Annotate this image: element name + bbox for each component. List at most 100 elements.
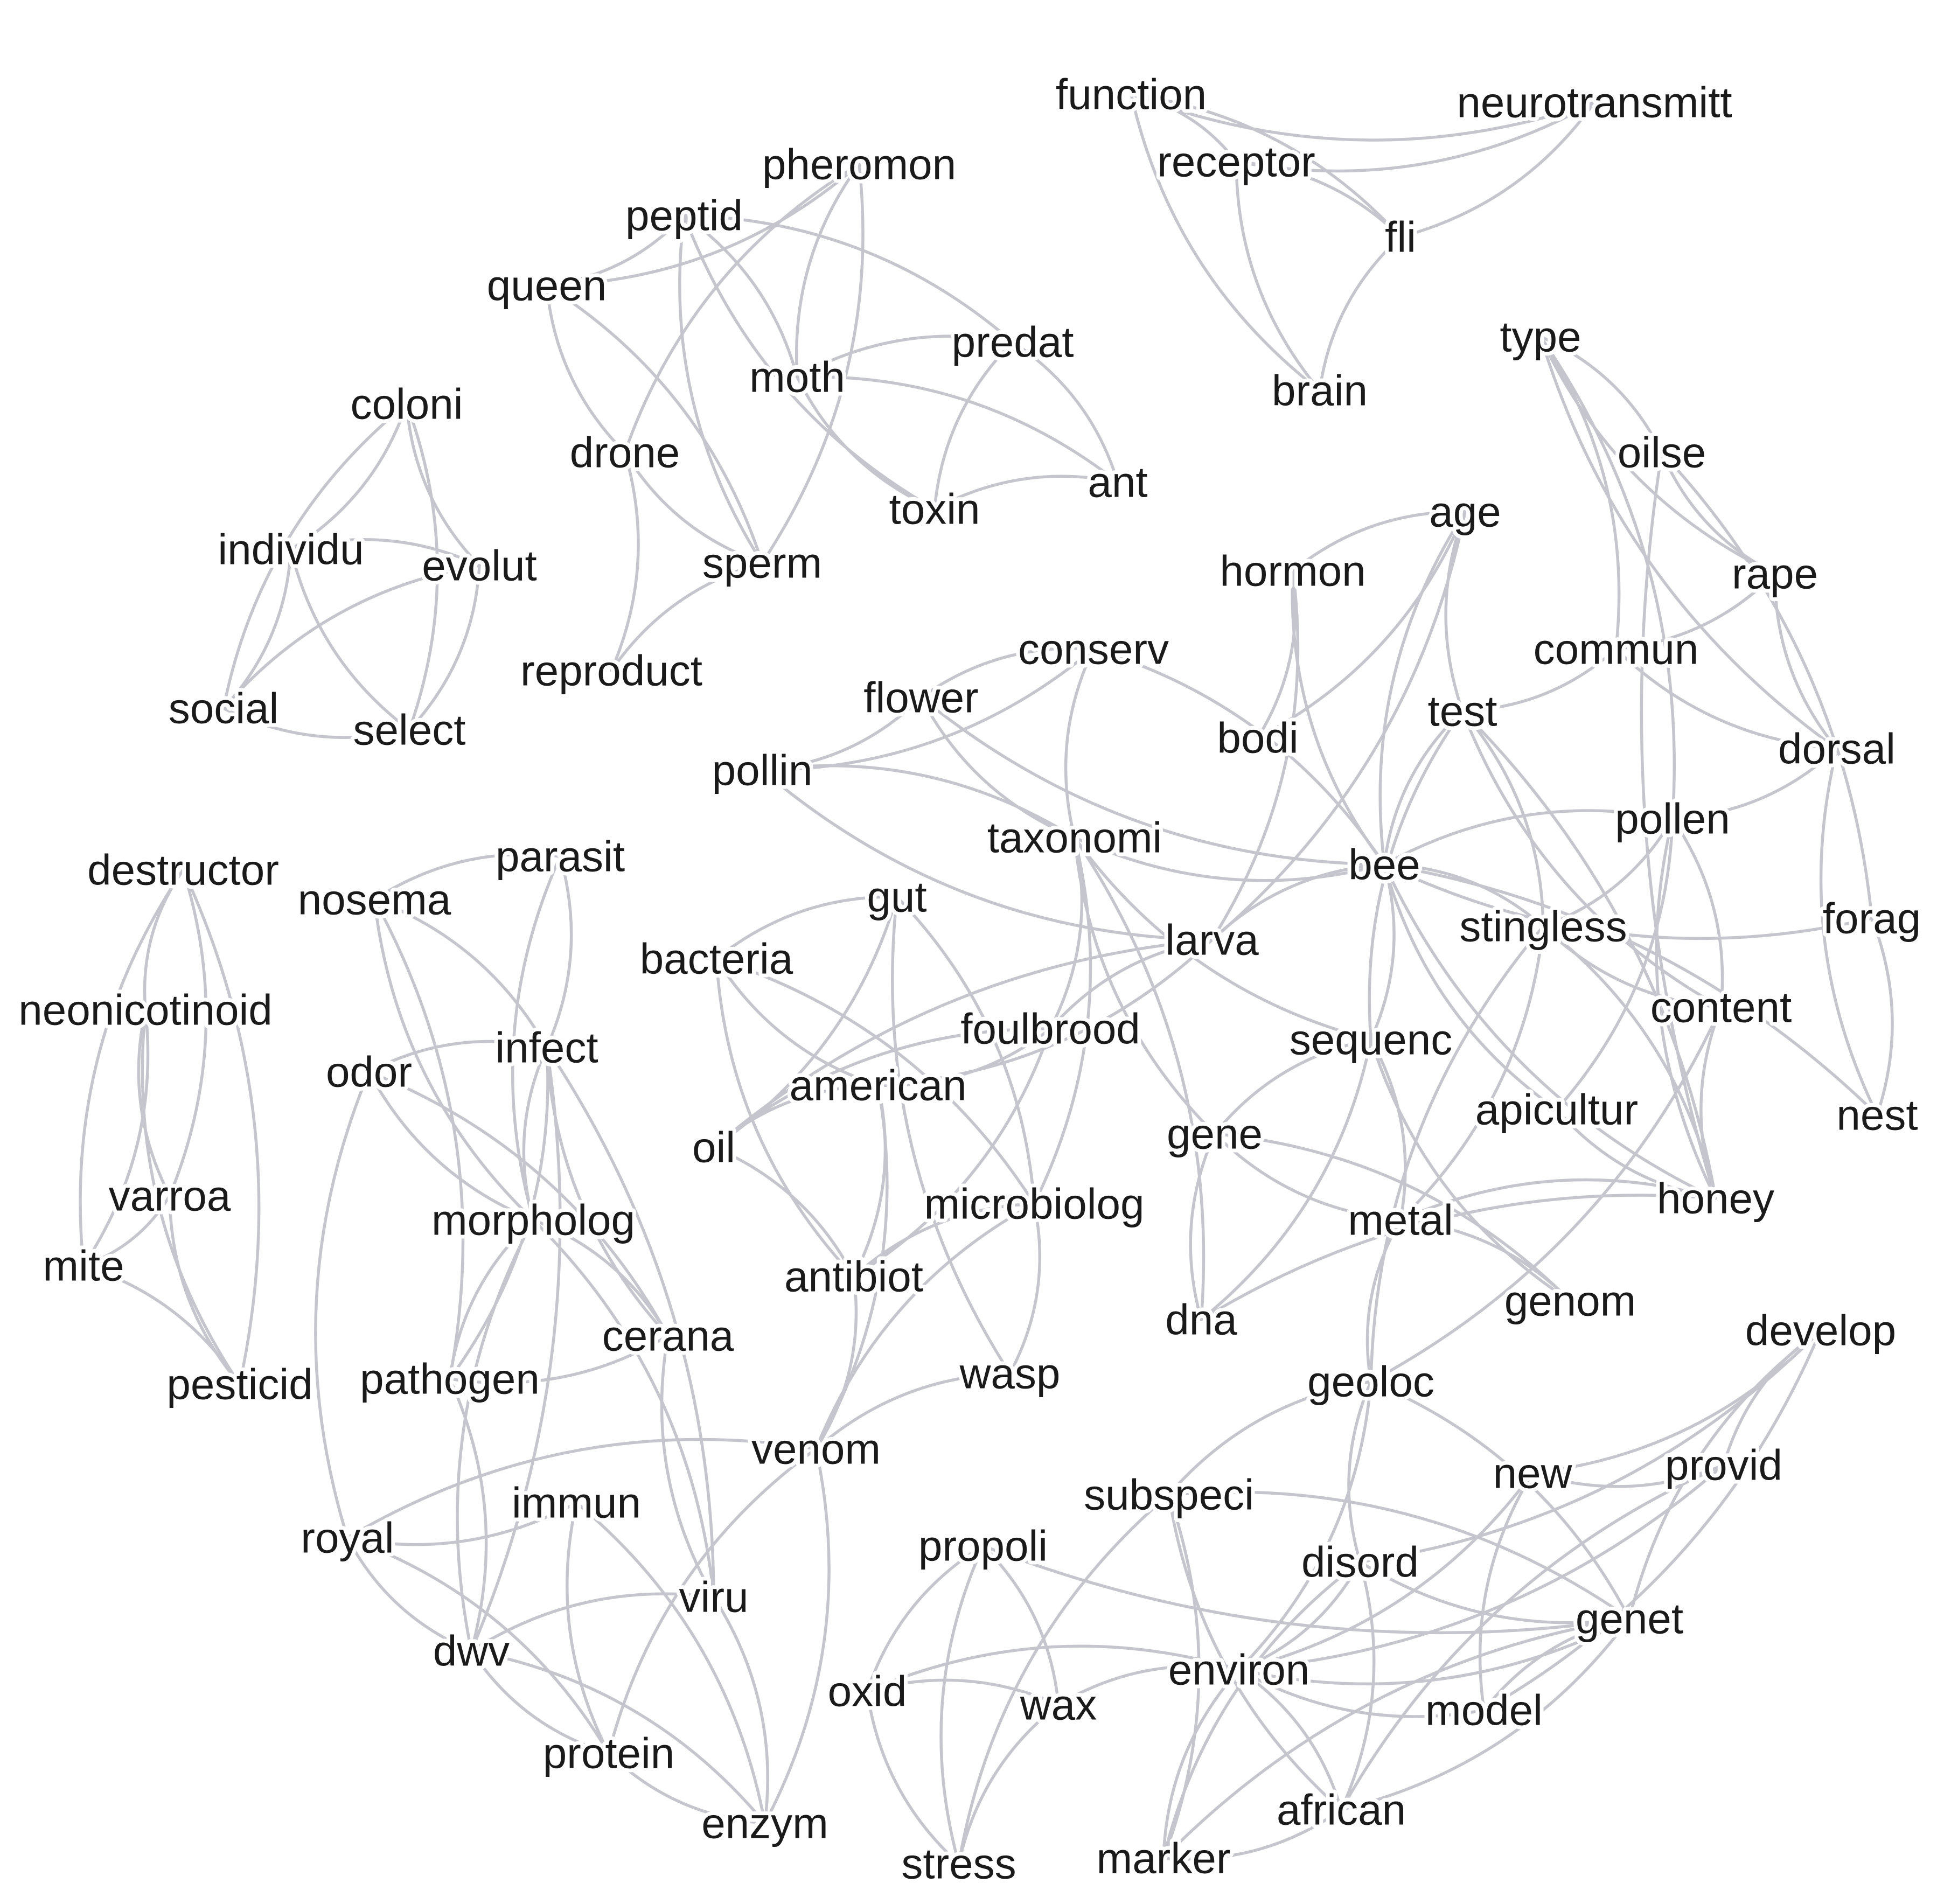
edge-individu-select bbox=[289, 548, 411, 731]
edge-american-oil bbox=[712, 1084, 880, 1149]
edge-hormon-bodi bbox=[1256, 569, 1297, 740]
edge-geoloc-subspeci bbox=[1167, 1380, 1372, 1496]
edge-test-bee bbox=[1383, 709, 1464, 866]
edge-receptor-neurotransmitt bbox=[1235, 101, 1596, 173]
node-label: wasp bbox=[959, 1350, 1061, 1398]
node-halo: destructor bbox=[87, 846, 279, 894]
node-halo: pheromon bbox=[762, 141, 956, 189]
edge-forag-nest bbox=[1870, 917, 1894, 1117]
edge-varroa-mite bbox=[82, 1194, 171, 1267]
edge-develop-genet bbox=[1628, 1329, 1822, 1620]
node-halo: dna bbox=[1165, 1296, 1237, 1344]
node-label: develop bbox=[1745, 1307, 1896, 1355]
node-label: enzym bbox=[701, 1800, 828, 1847]
edge-stingless-geoloc bbox=[1369, 925, 1545, 1383]
node-halo: bodi bbox=[1217, 714, 1298, 762]
edge-conserv-taxonomi bbox=[1064, 647, 1095, 839]
node-halo: immun bbox=[512, 1479, 641, 1527]
edge-type-pollen bbox=[1539, 335, 1676, 820]
edge-larva-foulbrood bbox=[1049, 938, 1214, 1030]
edge-pollin-taxonomi bbox=[761, 764, 1076, 839]
node-halo: varroa bbox=[109, 1172, 231, 1220]
edge-infect-dwv bbox=[470, 1046, 562, 1652]
edge-immun-protein bbox=[566, 1501, 610, 1755]
node-label: foulbrood bbox=[960, 1005, 1140, 1053]
edge-infect-cerana bbox=[545, 1046, 670, 1337]
node-halo: enzym bbox=[701, 1800, 828, 1847]
edge-royal-protein bbox=[346, 1536, 610, 1755]
node-label: function bbox=[1056, 71, 1207, 118]
edge-bacteria-microbiolog bbox=[715, 957, 1036, 1205]
node-label: geoloc bbox=[1307, 1358, 1434, 1406]
node-halo: moth bbox=[749, 353, 845, 401]
node-halo: royal bbox=[301, 1514, 394, 1562]
node-label: venom bbox=[751, 1425, 881, 1473]
edge-dorsal-nest bbox=[1819, 747, 1879, 1117]
edge-pheromon-sperm bbox=[761, 163, 865, 564]
node-label: neonicotinoid bbox=[18, 986, 272, 1034]
node-halo: gene bbox=[1167, 1110, 1263, 1158]
edge-mite-pesticid bbox=[82, 1264, 241, 1386]
node-halo: pollen bbox=[1615, 795, 1730, 843]
node-label: content bbox=[1650, 984, 1792, 1031]
edge-oxid-stress bbox=[866, 1690, 960, 1865]
node-label: morpholog bbox=[431, 1196, 635, 1244]
node-halo: dorsal bbox=[1778, 725, 1896, 773]
node-label: bacteria bbox=[640, 935, 793, 983]
edge-function-brain bbox=[1130, 93, 1321, 392]
node-label: provid bbox=[1665, 1441, 1782, 1489]
edge-oxid-wax bbox=[866, 1678, 1060, 1706]
node-label: receptor bbox=[1157, 138, 1315, 186]
node-halo: evolut bbox=[422, 542, 536, 590]
node-halo: apicultur bbox=[1475, 1086, 1638, 1134]
node-label: gut bbox=[867, 873, 926, 921]
edge-predat-moth bbox=[796, 334, 1014, 379]
node-label: oxid bbox=[828, 1668, 907, 1715]
edge-geoloc-genet bbox=[1369, 1380, 1631, 1620]
edge-peptid-moth bbox=[682, 214, 799, 379]
edge-provid-african bbox=[1340, 1463, 1725, 1811]
node-halo: conserv bbox=[1018, 625, 1169, 673]
edge-microbiolog-wasp bbox=[1008, 1202, 1042, 1375]
edge-dwv-enzym bbox=[470, 1649, 767, 1825]
edge-sequenc-genom bbox=[1369, 1038, 1572, 1302]
node-halo: mite bbox=[43, 1242, 124, 1290]
node-label: metal bbox=[1348, 1196, 1453, 1244]
node-label: pathogen bbox=[360, 1355, 540, 1403]
edge-destructor-pesticid bbox=[182, 868, 261, 1386]
edge-stingless-honey bbox=[1542, 925, 1717, 1200]
node-label: protein bbox=[543, 1729, 675, 1777]
node-label: destructor bbox=[87, 846, 279, 894]
edge-taxonomi-gene bbox=[1073, 836, 1216, 1135]
edge-wax-environ bbox=[1057, 1664, 1241, 1706]
node-label: social bbox=[169, 685, 279, 733]
edge-propoli-oxid bbox=[866, 1544, 985, 1693]
edge-nosema-morpholog bbox=[373, 898, 535, 1222]
edge-drone-sperm bbox=[623, 451, 764, 564]
edge-test-content bbox=[1461, 709, 1723, 1009]
node-halo: individu bbox=[218, 526, 364, 574]
edge-hormon-bee bbox=[1291, 569, 1386, 866]
edge-neurotransmitt-fli bbox=[1399, 101, 1596, 239]
node-label: evolut bbox=[422, 542, 536, 590]
edge-taxonomi-microbiolog bbox=[1033, 836, 1092, 1205]
edge-odor-cerana bbox=[367, 1070, 670, 1337]
node-halo: bee bbox=[1348, 841, 1420, 889]
edge-gut-microbiolog bbox=[895, 895, 1036, 1205]
